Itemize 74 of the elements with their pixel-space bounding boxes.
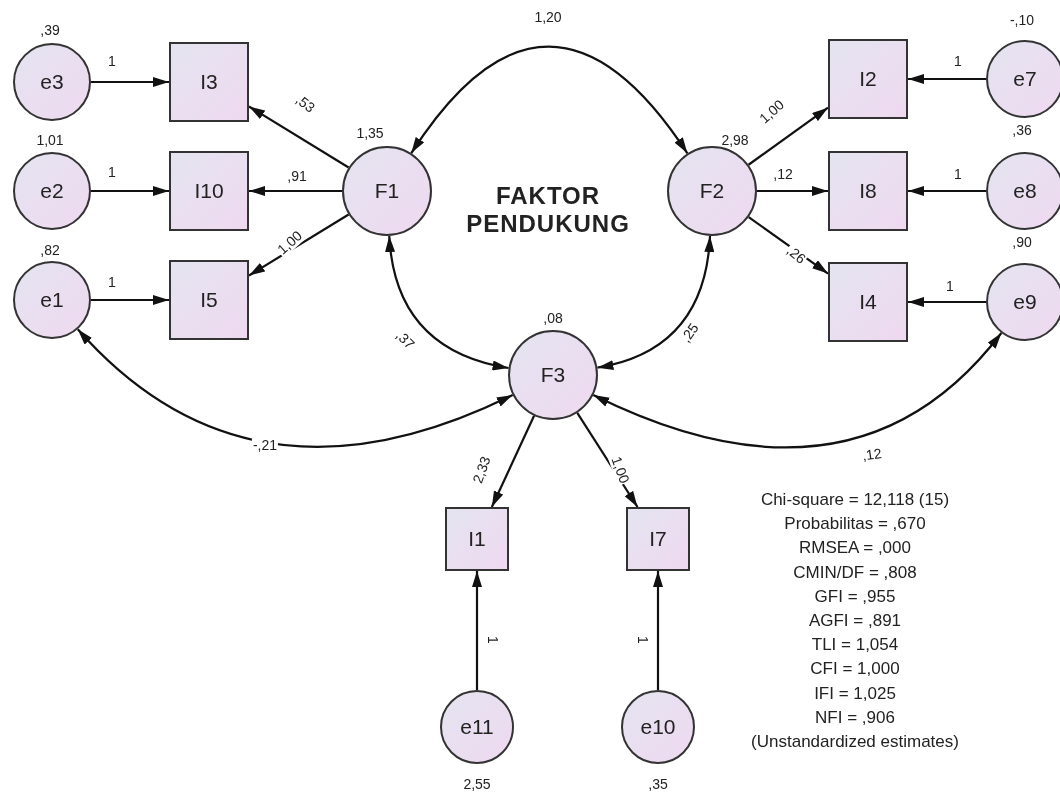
variance-estimate: ,35 (648, 776, 668, 792)
path-arrow (472, 571, 482, 690)
observed-variable-box (828, 39, 908, 119)
fit-statistic: NFI = ,906 (814, 706, 896, 729)
fit-statistic: Chi-square = 12,118 (15) (759, 489, 951, 511)
edge-label: ,91 (286, 169, 308, 185)
path-arrow (908, 74, 986, 84)
path-arrow (249, 186, 342, 196)
variable-name: I7 (649, 527, 667, 551)
observed-variable-box (828, 151, 908, 231)
variable-name: e1 (40, 288, 64, 312)
covariance-arrow (76, 328, 514, 448)
variable-name: e2 (40, 179, 64, 203)
path-arrow (757, 186, 828, 196)
variable-name: e9 (1013, 290, 1037, 314)
variance-estimate: 2,55 (463, 776, 491, 792)
observed-variable-box (445, 507, 509, 571)
variable-name: e10 (640, 715, 676, 739)
variance-estimate: ,36 (1012, 122, 1032, 138)
variable-name: e8 (1013, 179, 1037, 203)
path-arrow (908, 186, 986, 196)
variance-estimate: ,08 (543, 310, 563, 326)
variable-name: F2 (699, 179, 725, 203)
variable-name: I3 (200, 70, 218, 94)
observed-variable-box (169, 151, 249, 231)
covariance-arrow (385, 235, 509, 370)
path-arrow (91, 186, 169, 196)
variable-name: I10 (194, 179, 224, 203)
variable-name: I4 (859, 290, 877, 314)
observed-variable-box (828, 262, 908, 342)
variance-estimate: 2,98 (721, 132, 749, 148)
path-arrow (490, 415, 536, 508)
edge-label: 1,20 (533, 10, 563, 26)
observed-variable-box (169, 260, 249, 340)
variable-name: F1 (374, 179, 400, 203)
observed-variable-box (169, 42, 249, 122)
path-arrow (91, 77, 169, 87)
variance-estimate: 1,01 (36, 132, 64, 148)
variable-name: e11 (460, 715, 494, 739)
variable-name: I2 (859, 67, 877, 91)
edge-label: -,21 (251, 438, 279, 454)
diagram-title: FAKTOR PENDUKUNG (465, 182, 631, 238)
edge-label: ,12 (772, 167, 794, 183)
fit-statistic: RMSEA = ,000 (798, 537, 912, 560)
fit-statistic: GFI = ,955 (813, 585, 897, 608)
fit-statistic: CFI = 1,000 (809, 658, 901, 681)
path-arrow (747, 106, 829, 166)
fit-statistic: AGFI = ,891 (807, 610, 903, 632)
covariance-arrow (597, 235, 714, 370)
variance-estimate: ,39 (40, 22, 60, 38)
variable-name: e3 (40, 70, 64, 94)
variance-estimate: ,90 (1012, 234, 1032, 250)
path-arrow (91, 295, 169, 305)
fit-statistic: IFI = 1,025 (813, 682, 897, 705)
covariance-arrow (592, 332, 1003, 449)
fit-statistic: (Unstandardized estimates) (750, 731, 960, 754)
variance-estimate: -,10 (1009, 12, 1035, 28)
variable-name: I5 (200, 288, 218, 312)
fit-statistic: Probabilitas = ,670 (783, 513, 927, 536)
variable-name: e7 (1013, 67, 1037, 91)
path-arrow (653, 571, 663, 690)
variable-name: I1 (468, 527, 486, 551)
variance-estimate: ,82 (40, 242, 60, 258)
fit-statistic: TLI = 1,054 (810, 634, 900, 657)
path-arrow (908, 297, 986, 307)
variable-name: I8 (859, 179, 877, 203)
path-arrow (248, 213, 350, 277)
fit-statistic: CMIN/DF = ,808 (792, 561, 918, 584)
path-arrow (248, 105, 350, 169)
variance-estimate: 1,35 (356, 125, 384, 141)
variable-name: F3 (540, 363, 566, 387)
covariance-arrow (410, 45, 689, 154)
latent-variable-circle (508, 330, 598, 420)
observed-variable-box (626, 507, 690, 571)
